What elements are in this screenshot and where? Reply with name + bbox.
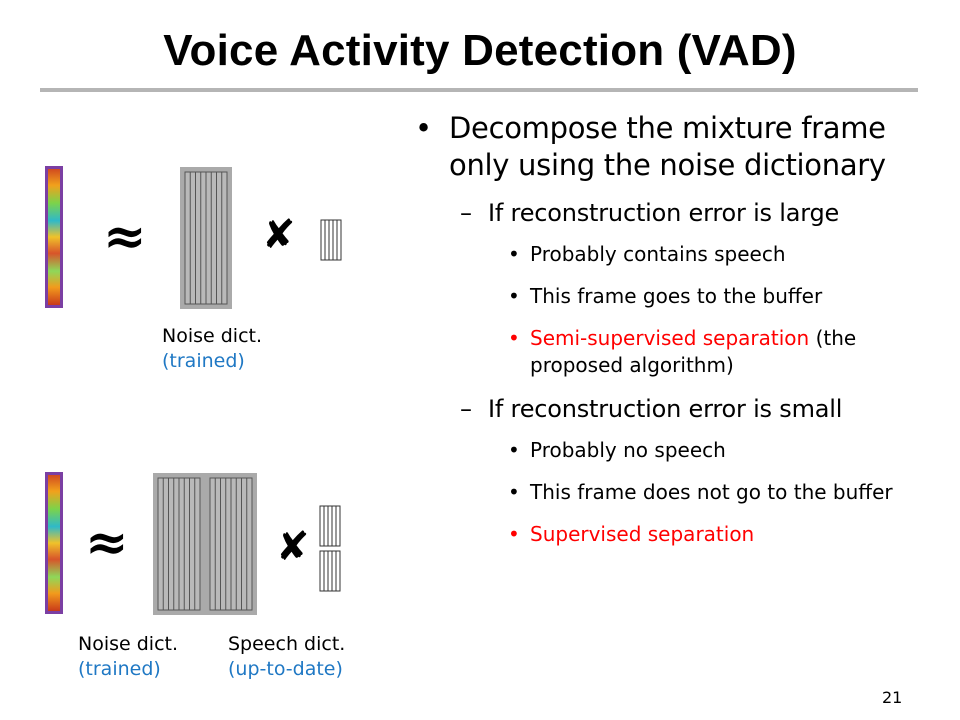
bullet-level3: • Supervised separation bbox=[508, 522, 755, 546]
bullet-level3: • Probably no speech bbox=[508, 438, 726, 462]
semi-supervised-label: Semi-supervised separation bbox=[530, 326, 810, 350]
bullet-level2: – If reconstruction error is small bbox=[460, 395, 843, 423]
noise-dict-name: Noise dict. bbox=[78, 633, 179, 655]
bullet-level3: • This frame does not go to the buffer bbox=[508, 480, 893, 504]
times-symbol-top: ✘ bbox=[262, 212, 296, 258]
noise-dict-name: Noise dict. bbox=[162, 325, 263, 347]
noise-dictionary-bottom bbox=[153, 473, 205, 615]
noise-dict-status: (trained) bbox=[162, 350, 245, 372]
supervised-label: Supervised separation bbox=[530, 522, 755, 546]
semi-supervised-note: (the proposed algorithm) bbox=[530, 326, 857, 377]
bullet-level1: • Decompose the mixture frame only using… bbox=[415, 111, 886, 182]
speech-dict-name: Speech dict. bbox=[228, 633, 346, 655]
speech-dict-label-bottom: Speech dict. (up-to-date) bbox=[228, 632, 345, 682]
page-number: 21 bbox=[882, 688, 903, 707]
vad-diagram bbox=[45, 166, 342, 615]
bullet-level3: • Semi-supervised separation (the propos… bbox=[508, 326, 857, 377]
activation-vectors-bottom bbox=[319, 505, 341, 592]
mixture-frame-bottom bbox=[45, 472, 63, 614]
bullet-level3: • Probably contains speech bbox=[508, 242, 786, 266]
slide-title: Voice Activity Detection (VAD) bbox=[163, 26, 797, 75]
activation-vector-top bbox=[320, 219, 342, 261]
noise-dict-label-bottom: Noise dict. (trained) bbox=[78, 632, 178, 682]
speech-dictionary-bottom bbox=[205, 473, 257, 615]
title-divider bbox=[40, 88, 918, 92]
noise-dictionary-top bbox=[180, 167, 232, 309]
bullet-level2: – If reconstruction error is large bbox=[460, 199, 840, 227]
bullet-level3: • This frame goes to the buffer bbox=[508, 284, 823, 308]
approx-symbol-top: ≈ bbox=[103, 206, 147, 267]
times-symbol-bottom: ✘ bbox=[276, 524, 310, 570]
approx-symbol-bottom: ≈ bbox=[85, 512, 129, 573]
noise-dict-label-top: Noise dict. (trained) bbox=[162, 324, 262, 374]
speech-dict-status: (up-to-date) bbox=[228, 658, 343, 680]
bullet-list: • Decompose the mixture frame only using… bbox=[415, 110, 935, 563]
mixture-frame-top bbox=[45, 166, 63, 308]
noise-dict-status: (trained) bbox=[78, 658, 161, 680]
